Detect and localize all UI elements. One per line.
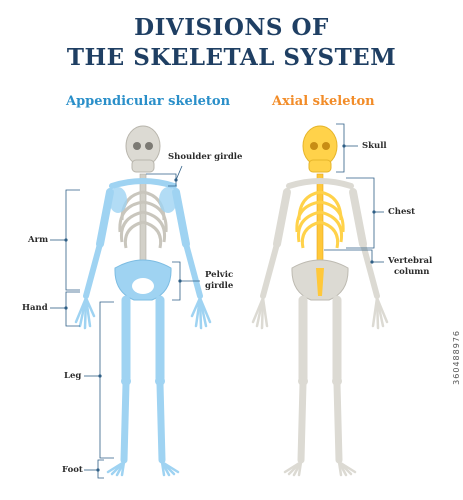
appendicular-heading: Appendicular skeleton (66, 94, 231, 109)
label-shoulder-girdle: Shoulder girdle (168, 152, 243, 162)
label-pelvic: Pelvic (205, 270, 234, 280)
label-vertebral: Vertebral (388, 256, 433, 266)
label-skull: Skull (362, 141, 387, 151)
axial-skeleton-figure (251, 125, 389, 477)
appendicular-skeleton-figure (74, 125, 212, 477)
stock-watermark-id: 360488976 (452, 330, 461, 385)
label-foot: Foot (62, 465, 83, 475)
label-leg: Leg (64, 371, 82, 381)
label-girdle: girdle (205, 281, 234, 291)
diagram-title-line1: DIVISIONS OF (134, 14, 329, 41)
label-hand: Hand (22, 303, 48, 313)
label-arm: Arm (28, 235, 49, 245)
left-jaw (131, 159, 155, 173)
left-spine (139, 173, 147, 265)
label-column: column (394, 267, 430, 277)
label-chest: Chest (388, 207, 416, 217)
diagram-title-line2: THE SKELETAL SYSTEM (66, 44, 397, 71)
axial-heading: Axial skeleton (272, 94, 375, 109)
